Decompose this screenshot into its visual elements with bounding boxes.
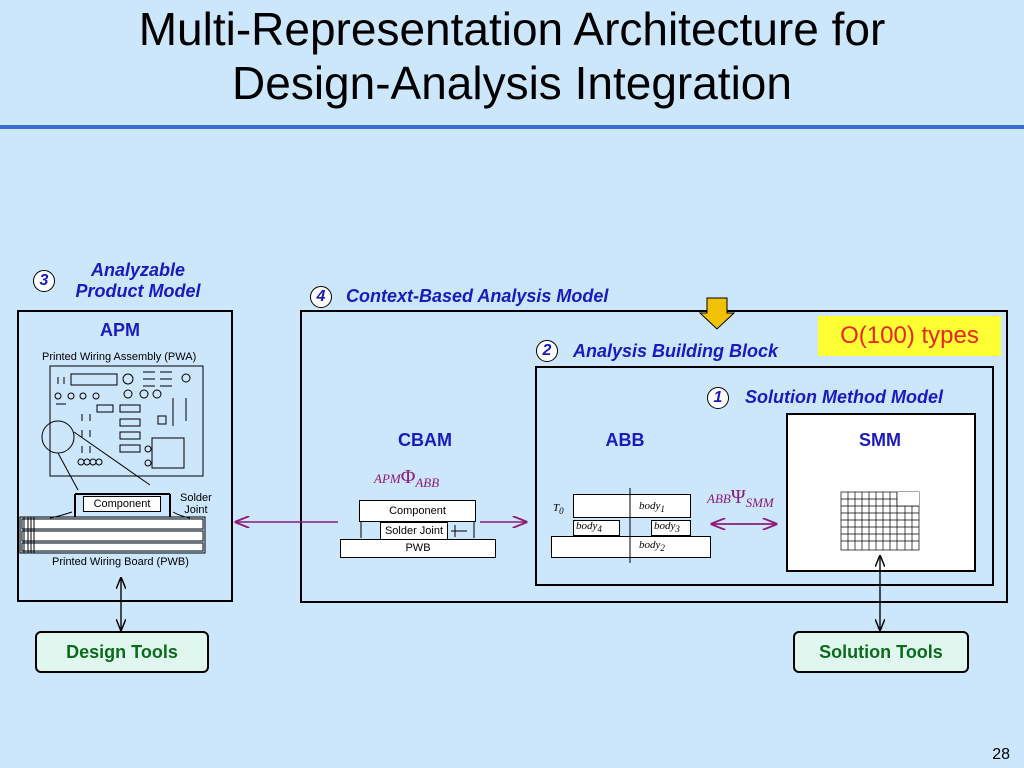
types-callout: O(100) types bbox=[818, 316, 1001, 356]
solution-tools-button[interactable]: Solution Tools bbox=[793, 631, 969, 673]
abb-marker: 2 bbox=[536, 340, 558, 362]
down-arrow-icon bbox=[698, 297, 736, 330]
phi-subscript: ABB bbox=[415, 475, 440, 490]
apm-label-line-2: Product Model bbox=[75, 281, 201, 301]
smm-marker: 1 bbox=[707, 387, 729, 409]
body3-text: body bbox=[654, 520, 676, 532]
cbam-pwb-layer: PWB bbox=[340, 539, 496, 558]
abb-body-2 bbox=[551, 536, 711, 558]
abb-body-2-label: body2 bbox=[639, 539, 665, 553]
abb-short: ABB bbox=[605, 430, 645, 450]
body4-sub: 4 bbox=[597, 524, 602, 534]
page-number: 28 bbox=[992, 746, 1010, 763]
solder-line-2: Joint bbox=[184, 504, 208, 516]
phi-symbol: Φ bbox=[400, 466, 416, 488]
body1-sub: 1 bbox=[660, 504, 665, 514]
pwa-board-drawing bbox=[41, 365, 204, 491]
component-label: Component bbox=[83, 496, 161, 512]
psi-subscript: SMM bbox=[745, 495, 774, 510]
smm-box bbox=[786, 413, 976, 572]
body1-text: body bbox=[639, 500, 661, 512]
t0-sub: 0 bbox=[559, 506, 564, 516]
pwb-caption: Printed Wiring Board (PWB) bbox=[52, 556, 189, 568]
smm-short: SMM bbox=[859, 430, 901, 450]
abb-body-3-label: body3 bbox=[654, 520, 680, 534]
apm-short: APM bbox=[100, 320, 140, 340]
psi-symbol: Ψ bbox=[730, 486, 746, 508]
abb-body-4 bbox=[573, 520, 620, 536]
body4-text: body bbox=[576, 520, 598, 532]
abb-body-3 bbox=[651, 520, 691, 536]
cbam-marker: 4 bbox=[310, 286, 332, 308]
body2-text: body bbox=[639, 539, 661, 551]
t0-text: T bbox=[553, 502, 560, 514]
cbam-stack-details bbox=[360, 522, 475, 538]
body2-sub: 2 bbox=[660, 543, 665, 553]
abb-t0-label: T0 bbox=[553, 502, 564, 516]
apm-abb-mapping: APMΦABB bbox=[374, 466, 440, 490]
abb-body-4-label: body4 bbox=[576, 520, 602, 534]
abb-body-1 bbox=[573, 494, 691, 518]
slide-title: Multi-Representation Architecture for De… bbox=[0, 2, 1024, 110]
solder-line-1: Solder bbox=[180, 492, 212, 504]
cbam-short: CBAM bbox=[398, 430, 452, 450]
pwa-caption: Printed Wiring Assembly (PWA) bbox=[42, 351, 197, 363]
smm-label: Solution Method Model bbox=[745, 387, 943, 407]
title-line-1: Multi-Representation Architecture for bbox=[138, 3, 886, 55]
title-line-2: Design-Analysis Integration bbox=[232, 57, 792, 109]
cbam-solder-layer: Solder Joint bbox=[380, 522, 448, 540]
apm-marker: 3 bbox=[33, 270, 55, 292]
abb-label: Analysis Building Block bbox=[573, 341, 779, 361]
abb-body-1-label: body1 bbox=[639, 500, 665, 514]
design-tools-button[interactable]: Design Tools bbox=[35, 631, 209, 673]
psi-prefix: ABB bbox=[707, 491, 731, 506]
body3-sub: 3 bbox=[675, 524, 680, 534]
component-label-text: Component bbox=[93, 498, 151, 510]
abb-smm-mapping: ABBΨSMM bbox=[707, 486, 774, 510]
cbam-label: Context-Based Analysis Model bbox=[346, 286, 609, 306]
solder-joint-label: Solder Joint bbox=[180, 492, 212, 516]
cbam-component-layer: Component bbox=[359, 500, 476, 522]
smm-mesh-grid bbox=[840, 491, 920, 551]
pwb-cross-section bbox=[19, 493, 206, 554]
title-rule bbox=[0, 125, 1024, 129]
phi-prefix: APM bbox=[374, 471, 401, 486]
apm-label-line-1: Analyzable bbox=[90, 260, 186, 280]
apm-label: Analyzable Product Model bbox=[60, 260, 216, 302]
